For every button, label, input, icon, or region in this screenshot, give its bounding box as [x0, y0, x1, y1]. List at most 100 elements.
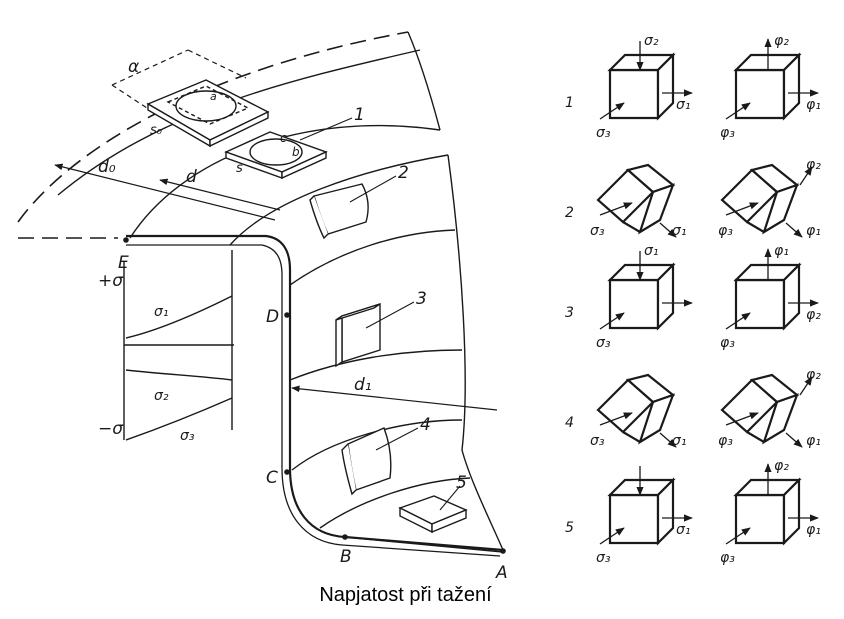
figure-caption: Napjatost při tažení [319, 584, 492, 606]
stress-label: σ₁ [672, 223, 687, 239]
stress-label: σ₁ [676, 522, 691, 538]
cube-row-label: 3 [565, 305, 574, 321]
sigma1-curve [125, 295, 233, 339]
dim-label-s0: s₀ [150, 123, 163, 138]
cube-row-label: 4 [565, 415, 574, 431]
stress-label: σ₁ [676, 97, 691, 113]
cube-row-label: 1 [565, 95, 574, 111]
stress-label: σ₃ [596, 335, 611, 351]
strain-label: φ₂ [806, 367, 821, 383]
stress-cube: σ₃ σ₁ [590, 373, 687, 449]
cube-row: 2 σ₃ σ₁ φ₂ φ₃ φ₁ [565, 157, 821, 239]
sigma3-curve [125, 397, 233, 441]
strain-label: φ₂ [774, 458, 789, 474]
stress-label: σ₂ [644, 33, 659, 49]
stress-cube: σ₃ σ₁ [590, 163, 687, 239]
point-label-C: C [266, 468, 278, 488]
cup-drawing [17, 31, 504, 557]
leader-lines [299, 117, 461, 511]
zone-arc-1 [289, 229, 456, 286]
cube-row-label: 2 [565, 205, 574, 221]
strain-label: φ₃ [720, 550, 735, 566]
strain-cube: φ₂ φ₁ φ₃ [720, 458, 821, 566]
strain-label: φ₃ [718, 433, 733, 449]
point-label-A: A [495, 563, 508, 583]
stress-graph [123, 250, 234, 441]
stress-cube: σ₁ σ₃ [596, 243, 693, 351]
strain-label: φ₁ [806, 223, 821, 239]
dim-label-d1: d₁ [354, 375, 372, 395]
element-5 [398, 495, 468, 534]
stress-label: σ₁ [644, 243, 659, 259]
stress-label: σ₃ [596, 550, 611, 566]
graph-label-minus: −σ [98, 419, 124, 439]
alpha-dimension-line [111, 49, 189, 86]
point-label-D: D [266, 307, 279, 327]
zone-label-4: 4 [420, 415, 431, 435]
element-4 [341, 427, 392, 496]
d1-dimension-line [291, 385, 498, 411]
graph-label-plus: +σ [98, 271, 124, 291]
strain-label: φ₁ [774, 243, 789, 259]
element-3 [335, 303, 381, 368]
cube-row-label: 5 [565, 520, 574, 536]
cube-row: 1 σ₂ σ₁ σ₃ φ₂ φ₁ φ₃ [565, 33, 821, 141]
zone-label-3: 3 [416, 289, 427, 309]
element-1 [224, 131, 328, 180]
d0-dimension-line [54, 163, 276, 221]
cup-outer-wall [447, 154, 504, 551]
strain-label: φ₁ [806, 522, 821, 538]
left-labels: A B C D E d₀ d d₁ α s₀ s a b c +σ −σ σ₁ … [98, 57, 508, 583]
strain-label: φ₃ [720, 125, 735, 141]
zone-arc-4 [319, 477, 471, 529]
flange-outer-edge [407, 31, 441, 131]
strain-label: φ₁ [806, 433, 821, 449]
stress-label: σ₃ [590, 433, 605, 449]
die-edge-arc [229, 154, 449, 246]
stress-label: σ₁ [672, 433, 687, 449]
element-2 [309, 183, 369, 240]
strain-cube: φ₂ φ₁ φ₃ [720, 33, 821, 141]
strain-label: φ₂ [806, 157, 821, 173]
zone-arc-3 [291, 419, 463, 471]
stress-cube: σ₂ σ₁ σ₃ [596, 33, 693, 141]
cube-row: 5 σ₁ σ₃ φ₂ φ₁ φ₃ [565, 458, 821, 566]
dim-label-a: a [210, 90, 217, 103]
stress-cube: σ₁ σ₃ [596, 466, 693, 566]
stress-label: σ₃ [596, 125, 611, 141]
zone-arc-2 [289, 349, 463, 381]
graph-label-sigma1: σ₁ [154, 304, 169, 320]
strain-label: φ₂ [774, 33, 789, 49]
point-label-B: B [340, 547, 352, 567]
strain-cube: φ₂ φ₃ φ₁ [718, 157, 821, 239]
dim-label-b: b [292, 145, 300, 159]
d-dimension-line [159, 178, 281, 211]
strain-label: φ₁ [806, 97, 821, 113]
graph-label-sigma2: σ₂ [154, 388, 169, 404]
zone-label-1: 1 [354, 105, 365, 125]
point-label-E: E [118, 253, 129, 273]
stress-label: σ₃ [590, 223, 605, 239]
zone-label-2: 2 [398, 163, 409, 183]
base-line [344, 536, 504, 553]
cube-row: 4 σ₃ σ₁ φ₂ φ₃ φ₁ [565, 367, 821, 449]
dim-label-c: c [280, 131, 287, 145]
strain-label: φ₃ [718, 223, 733, 239]
graph-label-sigma3: σ₃ [180, 428, 195, 444]
dim-label-d: d [186, 167, 197, 187]
strain-cube: φ₂ φ₃ φ₁ [718, 367, 821, 449]
dim-label-s: s [236, 161, 243, 176]
point-markers [123, 237, 506, 554]
zone-label-5: 5 [456, 473, 467, 493]
wall-profile-inner [126, 244, 501, 557]
strain-label: φ₃ [720, 335, 735, 351]
wall-profile [126, 234, 504, 552]
sigma2-curve [125, 369, 233, 381]
dim-label-alpha: α [128, 57, 139, 77]
dim-label-d0: d₀ [98, 157, 116, 177]
blank-element [146, 79, 270, 148]
